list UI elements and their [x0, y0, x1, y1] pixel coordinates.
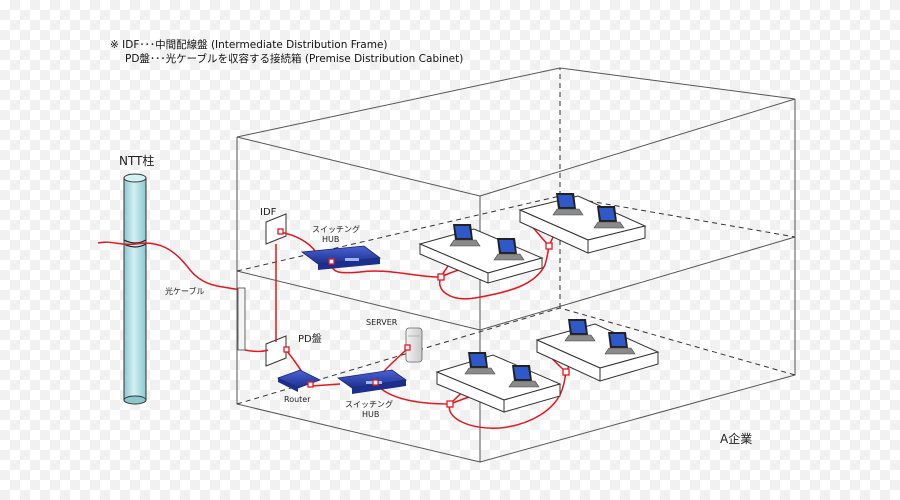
hub-upper-label-line1: スイッチング	[312, 224, 360, 234]
pd-feed-cable	[244, 349, 269, 353]
router	[276, 369, 322, 392]
desk-lower-right	[535, 323, 660, 382]
company-label: A企業	[720, 431, 752, 446]
desk-upper-left	[418, 228, 544, 284]
building	[236, 67, 796, 463]
idf-box	[265, 213, 287, 245]
conduit	[237, 287, 246, 351]
pd-panel-label: PD盤	[298, 332, 322, 345]
router-label: Router	[284, 395, 311, 404]
note-idf: ※ IDF･･･中間配線盤 (Intermediate Distribution…	[110, 38, 388, 51]
idf-label: IDF	[260, 207, 277, 218]
hub-upper-label-line2: HUB	[322, 235, 339, 244]
ntt-pole	[123, 173, 147, 405]
pd-panel-box	[265, 335, 287, 367]
desk-lower-left	[435, 354, 562, 413]
switching-hub-upper	[300, 245, 382, 270]
server	[405, 327, 423, 363]
server-label: SERVER	[366, 318, 398, 327]
switching-hub-lower	[336, 369, 408, 394]
fiber-cable	[97, 241, 241, 291]
ntt-pole-label: NTT柱	[119, 153, 154, 168]
connectors	[277, 228, 570, 408]
fiber-cable-label: 光ケーブル	[165, 286, 205, 296]
note-pd-panel: PD盤･･･光ケーブルを収容する接続箱 (Premise Distributio…	[125, 52, 463, 65]
desk-upper-right	[518, 195, 647, 254]
hub-lower-label-line2: HUB	[362, 410, 379, 419]
hub-lower-label-line1: スイッチング	[345, 399, 393, 409]
